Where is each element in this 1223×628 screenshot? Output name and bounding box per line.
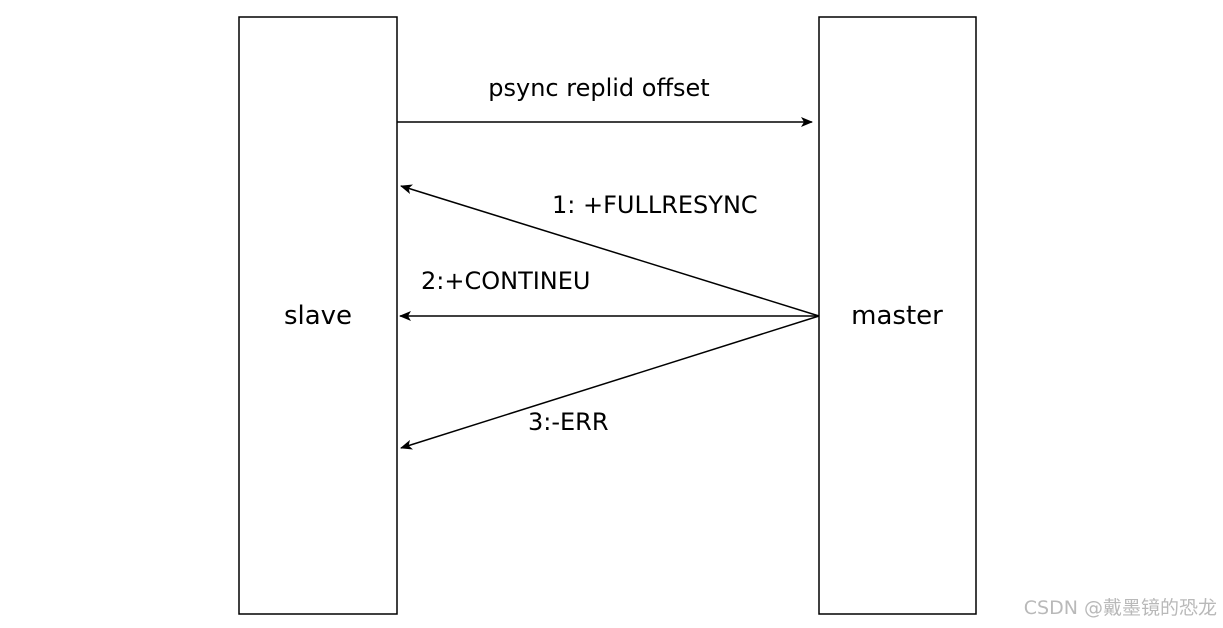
slave-node: slave (238, 16, 398, 615)
continue-message: 2:+CONTINEU (399, 267, 819, 321)
err-label: 3:-ERR (528, 408, 609, 436)
watermark: CSDN @戴墨镜的恐龙 (1023, 597, 1217, 619)
psync-message: psync replid offset (397, 74, 813, 127)
fullresync-arrow (400, 184, 820, 317)
psync-label: psync replid offset (488, 74, 709, 102)
fullresync-label: 1: +FULLRESYNC (552, 191, 758, 219)
err-arrow (400, 315, 820, 450)
fullresync-message: 1: +FULLRESYNC (400, 184, 820, 317)
master-node: master (818, 16, 977, 615)
err-message: 3:-ERR (400, 315, 820, 450)
continue-label: 2:+CONTINEU (421, 267, 591, 295)
master-box (818, 16, 977, 615)
slave-label: slave (284, 301, 352, 331)
slave-box (238, 16, 398, 615)
master-label: master (851, 301, 943, 331)
